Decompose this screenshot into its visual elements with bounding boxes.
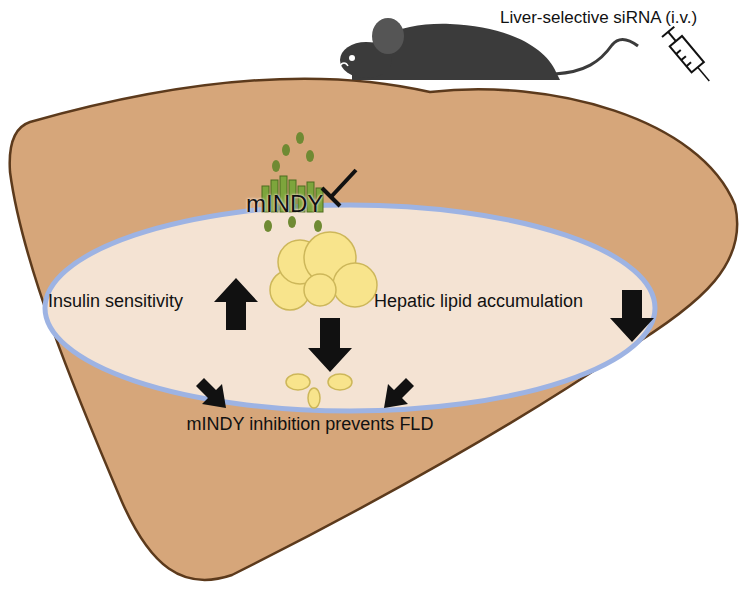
small-droplets (286, 374, 352, 408)
effect-label: Hepatic lipid accumulation (374, 291, 583, 312)
up-arrow (214, 278, 258, 330)
inhibition-mark (322, 170, 356, 206)
down-arrow (308, 318, 352, 372)
diagonal-arrow (196, 378, 226, 408)
diagonal-arrow (384, 378, 414, 408)
protein-label: mINDY (246, 190, 323, 218)
injection-label: Liver-selective siRNA (i.v.) (500, 8, 697, 28)
hepatocyte (45, 205, 655, 411)
lipid-droplets (270, 232, 377, 310)
syringe-icon (662, 27, 715, 86)
down-arrow-right (610, 290, 654, 342)
mouse-icon (340, 18, 638, 80)
effect-label: Insulin sensitivity (48, 291, 183, 312)
conclusion-label: mINDY inhibition prevents FLD (187, 414, 434, 435)
liver-outline (10, 79, 738, 580)
